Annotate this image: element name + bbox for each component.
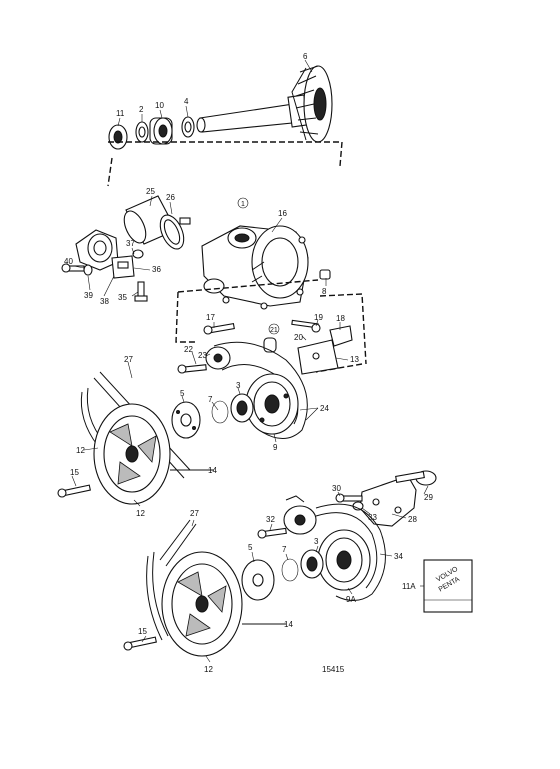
bearing-11: [108, 124, 128, 150]
callout-20: 20: [294, 333, 303, 342]
callout-36: 36: [152, 265, 161, 274]
callout-25: 25: [146, 187, 155, 196]
hub-5-lower: [241, 559, 275, 601]
bearing-10: [149, 117, 173, 145]
bolt-17: [203, 322, 235, 335]
pump-housing: [201, 225, 309, 310]
drawing-number: 15415: [322, 665, 345, 674]
callout-5-lower: 5: [248, 543, 253, 552]
ring-2: [135, 121, 149, 143]
callout-26: 26: [166, 193, 175, 202]
v-belt-27-lower: [146, 519, 197, 641]
plug-8: [319, 269, 331, 280]
callout-8: 8: [322, 287, 327, 296]
impeller: [291, 65, 333, 143]
callout-7-lower: 7: [282, 545, 287, 554]
hub-5-top: [171, 401, 201, 439]
callout-12-mid: 12: [136, 509, 145, 518]
callout-38: 38: [100, 297, 109, 306]
hose-clamp-26: [159, 214, 191, 250]
callout-11a: 11A: [402, 582, 416, 591]
mount-group-bracket: [175, 279, 367, 373]
bolt-19: [291, 319, 321, 333]
callout-6: 6: [303, 52, 308, 61]
bolt-35: [134, 281, 148, 302]
nut-33: [352, 501, 364, 511]
callout-14-lower: 14: [284, 620, 293, 629]
callout-18: 18: [336, 314, 345, 323]
callout-4: 4: [184, 97, 189, 106]
callout-1-circle: [237, 197, 249, 209]
callout-33: 33: [368, 513, 377, 522]
callout-37: 37: [126, 239, 135, 248]
callout-24: 24: [320, 404, 329, 413]
callout-17: 17: [206, 313, 215, 322]
impeller-shaft: [196, 94, 309, 133]
bolt-15-lower: [123, 636, 157, 651]
thermostat-housing: [75, 229, 119, 271]
nut-37: [132, 249, 144, 259]
callout-5-top: 5: [180, 389, 185, 398]
callout-22: 22: [184, 345, 193, 354]
callout-27-lower: 27: [190, 509, 199, 518]
crank-pulley-12-lower: [161, 551, 243, 657]
callout-3-top: 3: [236, 381, 241, 390]
bracket-18: [329, 325, 353, 347]
callout-34: 34: [394, 552, 403, 561]
callout-9a: 9A: [346, 595, 356, 604]
bracket-36: [111, 255, 135, 279]
bolt-15-top: [57, 484, 91, 498]
decal-11a: VOLVO PENTA: [423, 559, 473, 613]
callout-29: 29: [424, 493, 433, 502]
bolt-30: [335, 493, 363, 503]
callout-40: 40: [64, 257, 73, 266]
callout-labels: 6 11 2 10 4 25 26 1 16 37 40 36 39 38 35…: [64, 52, 433, 674]
bolt-22: [177, 364, 207, 374]
timing-belt-34: [315, 503, 386, 601]
callout-10: 10: [155, 101, 164, 110]
tensioner-pulley-lower: [283, 495, 317, 535]
seal-4: [181, 116, 195, 138]
callout-21: 21: [270, 327, 278, 334]
callout-23: 23: [198, 351, 207, 360]
washer-39: [83, 264, 93, 276]
callout-39: 39: [84, 291, 93, 300]
callout-7-top: 7: [208, 395, 213, 404]
callout-9: 9: [273, 443, 278, 452]
circlip-7-lower: [281, 558, 299, 582]
callout-11: 11: [116, 109, 125, 118]
crank-pulley-12-top: [93, 403, 171, 505]
callout-27-top: 27: [124, 355, 133, 364]
callout-21-circle: [268, 323, 280, 335]
callout-32: 32: [266, 515, 275, 524]
bolt-32: [257, 527, 287, 539]
bearing-3-top: [230, 393, 254, 423]
drive-pulley-9a: [317, 529, 371, 591]
shaft-group-bracket: [107, 141, 343, 187]
callout-12-lower: 12: [204, 665, 213, 674]
bearing-3-lower: [300, 549, 324, 579]
callout-16: 16: [278, 209, 287, 218]
callout-14-top: 14: [208, 466, 217, 475]
tensioner-bracket-13: [297, 339, 339, 375]
callout-13: 13: [350, 355, 359, 364]
leader-lines: [71, 59, 429, 663]
callout-30: 30: [332, 484, 341, 493]
callout-35: 35: [118, 293, 127, 302]
circlip-7-top: [211, 400, 229, 424]
callout-2: 2: [139, 105, 144, 114]
callout-28: 28: [408, 515, 417, 524]
drive-pulley-9: [245, 373, 299, 435]
callout-1: 1: [241, 201, 245, 208]
callout-15-top: 15: [70, 468, 79, 477]
callout-3-lower: 3: [314, 537, 319, 546]
bracket-28-29: [359, 470, 437, 527]
callout-12-top: 12: [76, 446, 85, 455]
callout-19: 19: [314, 313, 323, 322]
tensioner-pulley-23: [205, 346, 231, 370]
callout-15-lower: 15: [138, 627, 147, 636]
